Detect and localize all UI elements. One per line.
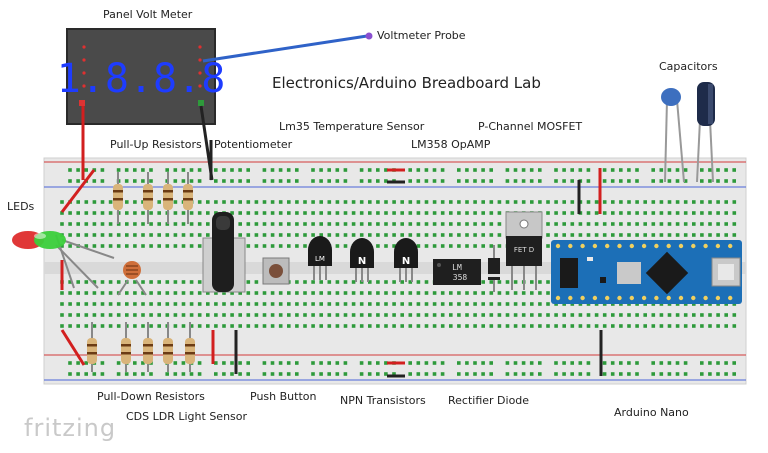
- capacitors: [661, 82, 715, 183]
- push-button-label: Push Button: [250, 390, 317, 403]
- cds-ldr-sensor: [117, 261, 147, 296]
- leds-label: LEDs: [7, 200, 35, 213]
- pull-down-resistors-label: Pull-Down Resistors: [97, 390, 205, 403]
- opamp-marking-2: 358: [453, 273, 468, 282]
- arduino-nano: [551, 240, 742, 304]
- fritzing-logo: fritzing: [24, 414, 117, 442]
- npn-transistor-1: N: [350, 238, 374, 282]
- lm358-opamp: LM 358: [433, 259, 481, 285]
- npn-marking: N: [402, 256, 410, 267]
- voltmeter-probe-wire: [202, 34, 368, 63]
- npn-marking: N: [358, 256, 366, 267]
- pull-up-resistors-label: Pull-Up Resistors: [110, 138, 202, 151]
- panel-volt-meter-label: Panel Volt Meter: [103, 8, 193, 21]
- pull-up-resistors: [113, 172, 193, 224]
- panel-volt-meter: 1.8.8.8: [57, 28, 226, 125]
- rectifier-diode-label: Rectifier Diode: [448, 394, 530, 407]
- npn-transistor-2: N: [394, 238, 418, 282]
- jumper-wire: [60, 169, 96, 213]
- capacitors-label: Capacitors: [659, 60, 718, 73]
- opamp-marking-1: LM: [452, 263, 462, 272]
- voltmeter-probe-label: Voltmeter Probe: [377, 29, 466, 42]
- rectifier-diode: [488, 245, 500, 292]
- lm35-marking: LM: [315, 255, 325, 263]
- cds-ldr-label: CDS LDR Light Sensor: [126, 410, 248, 423]
- mosfet-label: P-Channel MOSFET: [478, 120, 583, 133]
- p-channel-mosfet: FET D: [505, 211, 543, 290]
- potentiometer-label: Potentiometer: [214, 138, 293, 151]
- push-button: [262, 257, 290, 285]
- potentiometer: [202, 140, 246, 293]
- leds: [12, 231, 115, 289]
- arduino-nano-label: Arduino Nano: [614, 406, 689, 419]
- jumper-wire: [60, 329, 86, 366]
- lm358-label: LM358 OpAMP: [411, 138, 491, 151]
- probe-tip: [365, 32, 373, 40]
- npn-transistors-label: NPN Transistors: [340, 394, 426, 407]
- diagram-title: Electronics/Arduino Breadboard Lab: [272, 74, 541, 92]
- lm35-label: Lm35 Temperature Sensor: [279, 120, 425, 133]
- mosfet-marking: FET D: [514, 246, 534, 254]
- pull-down-resistors: [87, 322, 195, 372]
- meter-digits: 1.8.8.8: [57, 56, 226, 102]
- lm35-sensor: LM: [308, 236, 332, 280]
